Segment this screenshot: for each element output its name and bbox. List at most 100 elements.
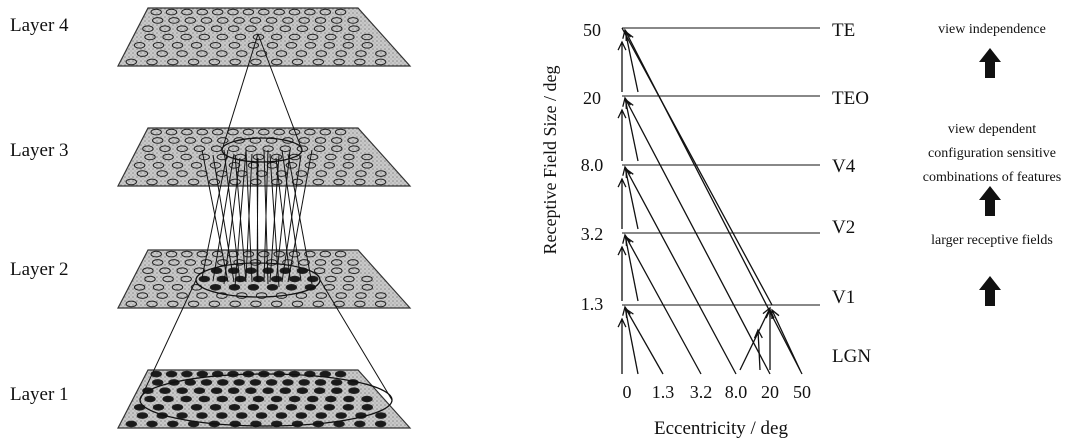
cell (298, 137, 310, 144)
caption-larger-receptive-fields: larger receptive fields (931, 233, 1053, 248)
cell (168, 259, 180, 266)
cell (196, 50, 208, 57)
cell (162, 395, 174, 403)
cell (295, 170, 308, 177)
cell (265, 17, 278, 24)
cell (184, 137, 197, 144)
cell (228, 42, 241, 49)
arrow-head (622, 233, 631, 244)
cell (296, 387, 309, 395)
layer-4-plane (117, 7, 412, 67)
cell (200, 379, 213, 386)
cell (142, 145, 154, 152)
cell (125, 58, 138, 66)
layer-2-label: Layer 2 (10, 259, 69, 280)
cell (361, 284, 373, 291)
cell (307, 275, 319, 283)
receptive-field-diagram: Receptive Field Size / deg 50 20 8.0 3.2… (480, 0, 1077, 443)
arrow-head (622, 305, 631, 316)
connection-line (287, 149, 313, 283)
cell (342, 42, 354, 49)
cell (165, 8, 178, 16)
cell (176, 50, 188, 57)
cell (228, 25, 240, 33)
cell (304, 162, 317, 169)
cell (159, 145, 171, 152)
cell (208, 300, 221, 308)
cell (282, 137, 294, 144)
cell (217, 17, 229, 24)
cell (355, 292, 367, 299)
arrow-head (617, 245, 627, 256)
cell (247, 404, 260, 411)
cell (325, 33, 337, 41)
y-tick-1-3: 1.3 (581, 294, 604, 314)
cell (354, 178, 366, 186)
cell (216, 395, 229, 403)
arrow-head (625, 307, 634, 319)
cell (146, 420, 158, 428)
cell (333, 178, 345, 186)
cell (331, 379, 343, 386)
cell (288, 8, 301, 16)
cell (198, 275, 211, 283)
cell (334, 370, 347, 378)
cell (266, 284, 279, 291)
y-tick-50: 50 (583, 20, 601, 40)
cell (156, 50, 168, 57)
cell (331, 137, 343, 144)
cell (165, 250, 178, 258)
caption-view-dependent: view dependent (947, 122, 1037, 137)
arrow-head (625, 30, 634, 42)
cell (180, 33, 192, 41)
cell (125, 178, 138, 186)
cell (298, 17, 310, 24)
cell (210, 25, 223, 33)
cell (252, 395, 265, 403)
cell (262, 387, 274, 395)
layered-network-diagram: Layer 4 Layer 3 Layer 2 Layer 1 (0, 0, 480, 443)
cell (125, 420, 138, 428)
cell (348, 387, 360, 395)
cell (212, 8, 224, 16)
cell (314, 379, 327, 386)
cell (319, 8, 331, 16)
cell (176, 170, 188, 177)
cell (229, 58, 241, 66)
cell (249, 17, 262, 24)
cell (216, 33, 229, 41)
x-tick-50: 50 (793, 382, 811, 402)
cell (273, 128, 285, 136)
cell (307, 153, 319, 161)
cell (275, 412, 288, 419)
cell (265, 137, 278, 144)
cell (150, 128, 162, 136)
cell (255, 292, 268, 299)
cell (209, 404, 222, 411)
arrow-line (771, 309, 801, 371)
connection-line (269, 154, 280, 283)
cell (193, 387, 206, 395)
cell (144, 275, 156, 283)
cell (285, 284, 298, 291)
cell (228, 284, 241, 291)
cell (250, 58, 262, 66)
cell (152, 17, 164, 24)
cell (133, 42, 146, 49)
area-label-v1: V1 (832, 287, 855, 308)
arrow-head (617, 40, 627, 51)
cell (208, 178, 221, 186)
connection-line (139, 279, 197, 401)
cell (354, 420, 366, 428)
cell (229, 178, 241, 186)
cell (136, 412, 149, 419)
x-tick-0: 0 (623, 382, 632, 402)
cell (325, 275, 337, 283)
cell (348, 145, 360, 152)
cell (216, 412, 228, 419)
cell (176, 412, 188, 419)
cell (315, 50, 327, 57)
cell (180, 275, 192, 283)
cell (282, 17, 294, 24)
cell (229, 300, 241, 308)
